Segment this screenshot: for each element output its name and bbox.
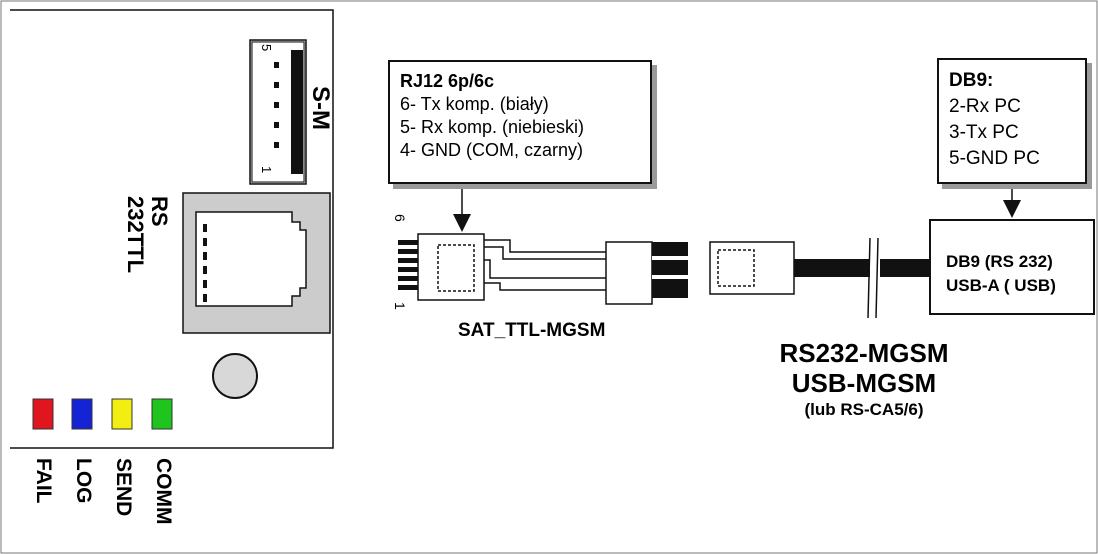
db9-line-tx: 3-Tx PC [949, 122, 1019, 143]
rs232-cable-label: RS232-MGSM [779, 338, 949, 368]
plug-pin6-label: 6 [392, 214, 408, 222]
db9-title: DB9: [949, 70, 994, 91]
ttl-cable-label: SAT_TTL-MGSM [458, 320, 606, 341]
led-label-comm: COMM [152, 458, 175, 525]
rj12-arrow [453, 188, 471, 232]
sm-connector-label: S-M [307, 86, 334, 130]
db9-line-rx: 2-Rx PC [949, 96, 1021, 117]
pc-box-line1: DB9 (RS 232) [946, 252, 1053, 271]
sm-pin [274, 62, 279, 68]
sm-pin-top-label: 5 [259, 44, 274, 52]
led-label-send: SEND [112, 458, 135, 517]
led-log [71, 398, 93, 430]
sm-connector [249, 39, 307, 185]
rs232ttl-label-line2: 232TTL [123, 196, 148, 274]
module-board-outline [10, 9, 334, 449]
rj12-title: RJ12 6p/6c [400, 71, 495, 91]
sm-pin [274, 102, 279, 108]
db9-pinout-box: DB9: 2-Rx PC 3-Tx PC 5-GND PC [937, 58, 1087, 184]
led-label-fail: FAIL [32, 458, 55, 504]
ttl-converter [605, 241, 688, 305]
rj12-line-tx: 6- Tx komp. (biały) [400, 94, 549, 114]
pc-connector-box [929, 219, 1095, 315]
module-button [212, 353, 258, 399]
sm-pin [274, 122, 279, 128]
db9-arrow [1003, 186, 1021, 218]
sm-pin-bottom-label: 1 [259, 166, 274, 174]
rj12-pinout-box: RJ12 6p/6c 6- Tx komp. (biały) 5- Rx kom… [388, 60, 652, 184]
rs232ttl-label: RS 232TTL [123, 196, 172, 274]
rs232ttl-socket [182, 192, 331, 334]
db9-line-gnd: 5-GND PC [949, 148, 1040, 169]
sm-pin [274, 82, 279, 88]
rj12-plug [396, 233, 485, 301]
rs-converter-plug [709, 237, 930, 319]
plug-pin1-label: 1 [392, 302, 408, 310]
led-comm [151, 398, 173, 430]
rs232ttl-label-line1: RS [147, 196, 172, 227]
rj12-line-gnd: 4- GND (COM, czarny) [400, 140, 584, 160]
led-label-log: LOG [72, 458, 95, 504]
led-fail [32, 398, 54, 430]
led-send [111, 398, 133, 430]
alt-cable-label: (lub RS-CA5/6) [804, 400, 924, 419]
pc-box-line2: USB-A ( USB) [946, 276, 1056, 295]
ribbon-cable [484, 239, 606, 291]
usb-cable-label: USB-MGSM [791, 368, 937, 398]
sm-pin [274, 142, 279, 148]
rj12-line-rx: 5- Rx komp. (niebieski) [400, 117, 585, 137]
